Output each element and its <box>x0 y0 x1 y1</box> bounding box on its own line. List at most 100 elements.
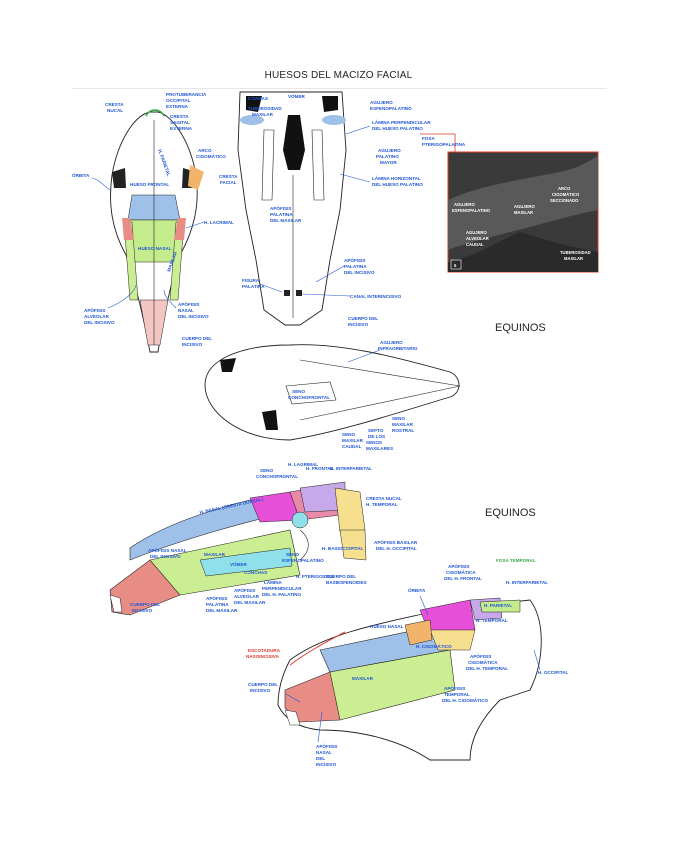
svg-text:TUBEROSIDAD: TUBEROSIDAD <box>560 250 591 255</box>
svg-text:DEL MAXILAR: DEL MAXILAR <box>270 218 302 223</box>
svg-text:CONCHOFRONTAL: CONCHOFRONTAL <box>288 395 330 400</box>
svg-text:APÓFISIS: APÓFISIS <box>344 256 365 263</box>
svg-text:LÁMINA: LÁMINA <box>264 579 283 585</box>
svg-text:CIGOMÁTICA: CIGOMÁTICA <box>446 569 476 575</box>
svg-text:CRESTA: CRESTA <box>105 102 124 107</box>
svg-text:INCISIVO: INCISIVO <box>316 762 337 767</box>
svg-text:LÁMINA PERPENDICULAR: LÁMINA PERPENDICULAR <box>372 119 431 125</box>
svg-text:CAUDAL: CAUDAL <box>466 242 484 247</box>
svg-text:CIGOMÁTICO: CIGOMÁTICO <box>196 153 226 159</box>
svg-text:AGUJERO: AGUJERO <box>378 148 401 153</box>
svg-text:INCISIVO: INCISIVO <box>348 322 369 327</box>
svg-text:NASAL: NASAL <box>178 308 194 313</box>
svg-text:ROSTRAL: ROSTRAL <box>392 428 414 433</box>
svg-text:CUERPO DEL: CUERPO DEL <box>130 602 160 607</box>
svg-text:APÓFISIS: APÓFISIS <box>178 300 199 307</box>
svg-text:PALATINA: PALATINA <box>206 602 229 607</box>
svg-text:NASOINCISIVA: NASOINCISIVA <box>246 654 280 659</box>
svg-text:NASAL: NASAL <box>316 750 332 755</box>
svg-text:APÓFISIS: APÓFISIS <box>270 204 291 211</box>
svg-text:INCISIVO: INCISIVO <box>250 688 271 693</box>
svg-text:MAXILAR: MAXILAR <box>252 112 274 117</box>
svg-text:ALVEOLAR: ALVEOLAR <box>84 314 110 319</box>
svg-text:APÓFISIS NASAL: APÓFISIS NASAL <box>148 546 187 553</box>
svg-text:PERPENDICULAR: PERPENDICULAR <box>262 586 302 591</box>
svg-text:H. INTERPARIETAL: H. INTERPARIETAL <box>506 580 548 585</box>
svg-text:SENO: SENO <box>292 389 305 394</box>
svg-text:DEL HUESO PALATINO: DEL HUESO PALATINO <box>372 126 423 131</box>
svg-text:ÓRBITA: ÓRBITA <box>72 171 90 178</box>
svg-text:APÓFISIS: APÓFISIS <box>234 586 255 593</box>
svg-text:VÓMER: VÓMER <box>288 92 306 99</box>
svg-text:ESCOTADURA: ESCOTADURA <box>248 648 281 653</box>
svg-text:MAXILARES: MAXILARES <box>366 446 393 451</box>
svg-text:HUESO NASAL: HUESO NASAL <box>138 246 172 251</box>
svg-text:CAUDAL: CAUDAL <box>342 444 362 449</box>
svg-text:SENO: SENO <box>260 468 273 473</box>
svg-text:DE LOS: DE LOS <box>368 434 385 439</box>
svg-text:MAXILAR: MAXILAR <box>352 676 374 681</box>
svg-text:ESFENOPALATINO: ESFENOPALATINO <box>370 106 412 111</box>
svg-text:FOSA TEMPORAL: FOSA TEMPORAL <box>496 558 536 563</box>
svg-text:H. OCCIPITAL: H. OCCIPITAL <box>538 670 568 675</box>
svg-text:DEL H. PALATINO: DEL H. PALATINO <box>262 592 301 597</box>
svg-text:APÓFISIS: APÓFISIS <box>206 594 227 601</box>
svg-text:SEPTO: SEPTO <box>368 428 384 433</box>
svg-text:PALATINA: PALATINA <box>344 264 367 269</box>
svg-text:DEL INCISIVO: DEL INCISIVO <box>84 320 115 325</box>
svg-text:APÓFISIS: APÓFISIS <box>84 306 105 313</box>
svg-text:TUBEROSIDAD: TUBEROSIDAD <box>248 106 282 111</box>
svg-text:EXTERNA: EXTERNA <box>170 126 193 131</box>
svg-text:SECCIONADO: SECCIONADO <box>550 198 579 203</box>
svg-text:AGUJERO: AGUJERO <box>380 340 403 345</box>
svg-text:MAYOR: MAYOR <box>380 160 397 165</box>
svg-text:H. INTERPARIETAL: H. INTERPARIETAL <box>330 466 372 471</box>
svg-text:H. FRONTAL: H. FRONTAL <box>306 466 334 471</box>
svg-text:H. PTERIGOIDES: H. PTERIGOIDES <box>296 574 333 579</box>
svg-text:APÓFISIS: APÓFISIS <box>470 652 491 659</box>
svg-text:SENO: SENO <box>342 432 355 437</box>
svg-text:MAXILAR: MAXILAR <box>564 256 583 261</box>
svg-text:CONCHAS: CONCHAS <box>244 570 267 575</box>
svg-text:ESFENOPALATINO: ESFENOPALATINO <box>282 558 324 563</box>
svg-text:CIGOMÁTICO: CIGOMÁTICO <box>552 192 580 197</box>
svg-text:INCISIVO: INCISIVO <box>182 342 203 347</box>
svg-text:HUESO NASAL: HUESO NASAL <box>370 624 404 629</box>
svg-text:DEL INCISIVO: DEL INCISIVO <box>344 270 375 275</box>
svg-text:NUCAL: NUCAL <box>107 108 123 113</box>
page-title: HUESOS DEL MACIZO FACIAL <box>264 70 413 81</box>
svg-text:SENOS: SENOS <box>366 440 382 445</box>
svg-text:DEL MAXILAR: DEL MAXILAR <box>206 608 238 613</box>
svg-text:PALATINO: PALATINO <box>376 154 399 159</box>
svg-text:APÓFISIS BASILAR: APÓFISIS BASILAR <box>374 538 418 545</box>
svg-text:APÓFISIS: APÓFISIS <box>444 684 465 691</box>
svg-text:TEMPORAL: TEMPORAL <box>444 692 470 697</box>
svg-text:ARCO: ARCO <box>198 148 212 153</box>
svg-text:MAXILAR: MAXILAR <box>514 210 533 215</box>
svg-text:OCCIPITAL: OCCIPITAL <box>166 98 191 103</box>
svg-text:MAXILAR: MAXILAR <box>204 552 226 557</box>
svg-text:ESFENOPALATINO: ESFENOPALATINO <box>452 208 491 213</box>
svg-text:H. TEMPORAL: H. TEMPORAL <box>476 618 508 623</box>
svg-text:H. PARIETAL: H. PARIETAL <box>484 603 512 608</box>
svg-text:H. LACRIMAL: H. LACRIMAL <box>204 220 234 225</box>
svg-text:APÓFISIS: APÓFISIS <box>316 742 337 749</box>
svg-text:EXTERNA: EXTERNA <box>166 104 189 109</box>
svg-text:AGUJERO: AGUJERO <box>454 202 475 207</box>
svg-text:DEL H. CIGOMÁTICO: DEL H. CIGOMÁTICO <box>442 697 489 703</box>
svg-text:CUERPO DEL: CUERPO DEL <box>248 682 278 687</box>
svg-text:DEL H. OCCIPITAL: DEL H. OCCIPITAL <box>376 546 417 551</box>
svg-text:CANAL INTERINCISIVO: CANAL INTERINCISIVO <box>350 294 402 299</box>
svg-text:CRESTA NUCAL: CRESTA NUCAL <box>366 496 402 501</box>
svg-text:ARCO: ARCO <box>558 186 571 191</box>
svg-text:COANAS: COANAS <box>248 96 268 101</box>
svg-text:DEL INCISIVO: DEL INCISIVO <box>150 554 181 559</box>
svg-text:FISURA: FISURA <box>242 278 260 283</box>
svg-text:H. LAGRIMAL: H. LAGRIMAL <box>288 462 318 467</box>
section-label-equinos-2: EQUINOS <box>485 507 536 519</box>
